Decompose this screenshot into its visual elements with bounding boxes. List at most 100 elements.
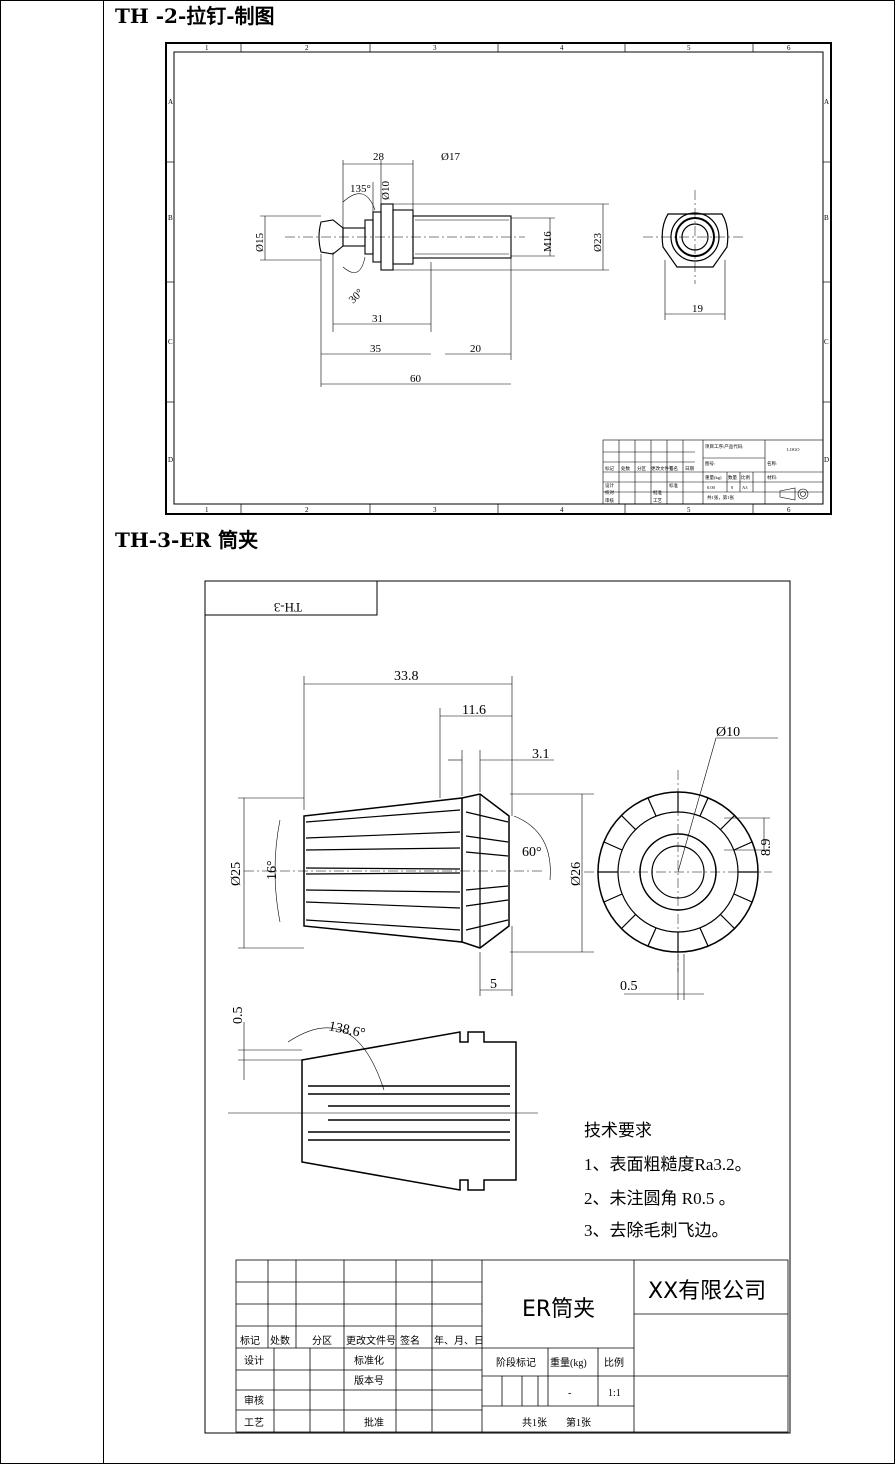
projection-symbol-icon: [779, 487, 809, 501]
section-heading-pull-stud: TH -2-拉钉-制图: [115, 4, 275, 28]
collet-side-view: [244, 793, 544, 949]
svg-text:C: C: [824, 338, 829, 346]
zone-col-3: 3: [433, 44, 437, 52]
tb2-scale: 比例: [604, 1356, 624, 1369]
tb2-standardize: 标准化: [354, 1354, 384, 1367]
tb1-scale-label: 比例: [741, 474, 750, 481]
stamp-text: TH-3: [274, 600, 302, 615]
tb2-mark-4: 签名: [400, 1334, 420, 1347]
technical-requirements: 技术要求 1、表面粗糙度Ra3.2。 2、未注圆角 R0.5 。 3、去除毛刺飞…: [584, 1121, 752, 1240]
tb2-stage: 阶段标记: [496, 1356, 536, 1369]
tb1-drawing-no: 图号:: [705, 461, 715, 467]
svg-text:4: 4: [560, 506, 564, 514]
collet-section-view: [228, 1022, 538, 1191]
zone-col-2: 2: [305, 44, 309, 52]
dim-19: 19: [692, 303, 704, 315]
tb1-standard: 标准: [669, 482, 678, 489]
tb1-mark-0: 标记: [605, 465, 614, 472]
tb1-size: A3: [742, 485, 748, 490]
dim-5: 5: [490, 977, 497, 992]
zone-row-c: C: [168, 338, 173, 346]
tb1-mark-4: 签名: [669, 465, 678, 472]
zone-col-1: 1: [205, 44, 209, 52]
dim-31: 31: [372, 313, 383, 325]
pull-stud-drawing: 1 2 3 4 5 6 1 2 3 4 5 6 A B C D A B C D: [165, 42, 832, 515]
tb2-approve: 批准: [364, 1416, 384, 1429]
collet-end-view: [584, 737, 778, 1000]
pull-stud-dimensions: 28 Ø17 135° Ø10 Ø15 M16 Ø23 30° 31 35 20…: [254, 151, 704, 385]
tb1-sheets: 共1张，第1张: [707, 494, 734, 501]
dim-dia17: Ø17: [441, 151, 460, 163]
tb2-mark-0: 标记: [240, 1335, 260, 1347]
svg-text:1: 1: [205, 506, 209, 514]
tb2-part-name: ER筒夹: [522, 1297, 595, 1322]
collet-end-dimensions: Ø10 8.9 0.5: [620, 725, 774, 994]
dim-m16: M16: [542, 231, 554, 252]
tb1-mark-5: 日期: [685, 466, 694, 472]
collet-title-block: [235, 1259, 789, 1433]
tb2-weight-val: -: [568, 1388, 571, 1399]
dim-35: 35: [370, 343, 382, 355]
pull-stud-title-block: [602, 439, 824, 505]
tb1-mark-1: 处数: [621, 465, 630, 472]
stamp-box: [204, 580, 378, 616]
dim-dia23: Ø23: [592, 233, 604, 252]
dim-0-5-end: 0.5: [620, 979, 638, 994]
zone-row-d: D: [168, 456, 173, 464]
tb1-checker: 校对: [605, 489, 614, 496]
collet-title-block-text: 标记 处数 分区 更改文件号 签名 年、月、日 设计 标准化 版本号 审核 工艺…: [240, 1334, 624, 1429]
tech-req-item-1: 1、表面粗糙度Ra3.2。: [584, 1155, 752, 1174]
zone-row-b: B: [168, 214, 173, 222]
collet-side-dimensions: 33.8 11.6 3.1 Ø25 16° 60° Ø26 5: [229, 669, 584, 992]
svg-text:3: 3: [433, 506, 437, 514]
tb2-company: XX有限公司: [648, 1279, 766, 1304]
tb1-name: 名称:: [767, 460, 777, 467]
tb1-qty: 0: [731, 485, 734, 490]
tb2-review: 审核: [244, 1394, 264, 1407]
tb2-scale-val: 1:1: [608, 1388, 621, 1399]
dim-dia10: Ø10: [716, 725, 740, 740]
section-heading-er-collet: TH-3-ER 筒夹: [115, 528, 259, 552]
svg-text:2: 2: [305, 506, 309, 514]
tb2-design: 设计: [244, 1354, 264, 1367]
dim-28: 28: [373, 151, 385, 163]
tb1-qty-label: 数量: [728, 474, 737, 481]
tech-req-title: 技术要求: [584, 1121, 652, 1140]
dim-11-6: 11.6: [462, 703, 486, 718]
svg-text:B: B: [824, 214, 829, 222]
zone-col-5: 5: [687, 44, 691, 52]
dim-20: 20: [470, 343, 482, 355]
dim-60: 60: [410, 373, 422, 385]
tech-req-item-3: 3、去除毛刺飞边。: [584, 1221, 729, 1240]
tb1-approver: 批准: [653, 489, 662, 496]
dim-dia15: Ø15: [254, 233, 266, 252]
tb1-mark-3: 更改文件号: [651, 465, 674, 472]
zone-row-a: A: [168, 98, 173, 106]
tb1-mark-2: 分区: [637, 465, 646, 472]
pull-stud-side-view: [285, 203, 525, 271]
er-collet-drawing: TH-3 33.8 11.6 3.1: [204, 580, 791, 1434]
tb2-sheet-no: 第1张: [566, 1416, 591, 1429]
zone-labels: 1 2 3 4 5 6 1 2 3 4 5 6 A B C D A B C D: [168, 44, 829, 514]
zone-col-6: 6: [787, 44, 791, 52]
tb1-weight-label: 重量(kg): [705, 474, 722, 481]
svg-text:6: 6: [787, 506, 791, 514]
tb2-sheets-total: 共1张: [522, 1417, 547, 1429]
tb2-mark-2: 分区: [312, 1335, 332, 1347]
tb2-mark-3: 更改文件号: [346, 1334, 396, 1347]
tb2-mark-5: 年、月、日: [434, 1334, 484, 1347]
tb1-logo: LOGO: [787, 447, 800, 452]
tb2-mark-1: 处数: [270, 1334, 290, 1347]
dim-angle-135: 135°: [350, 183, 371, 195]
pull-stud-end-view: [643, 190, 745, 320]
tb1-weight: 0.00: [707, 485, 716, 490]
dim-33-8: 33.8: [394, 669, 419, 684]
svg-text:D: D: [824, 456, 829, 464]
dim-dia25: Ø25: [229, 862, 244, 886]
dim-0-5-section: 0.5: [231, 1007, 246, 1025]
svg-text:A: A: [824, 98, 829, 106]
dim-dia26: Ø26: [569, 862, 584, 886]
dim-angle-60: 60°: [522, 845, 542, 860]
tb1-process: 工艺: [653, 498, 662, 503]
tb1-reviewer: 审核: [605, 497, 614, 504]
